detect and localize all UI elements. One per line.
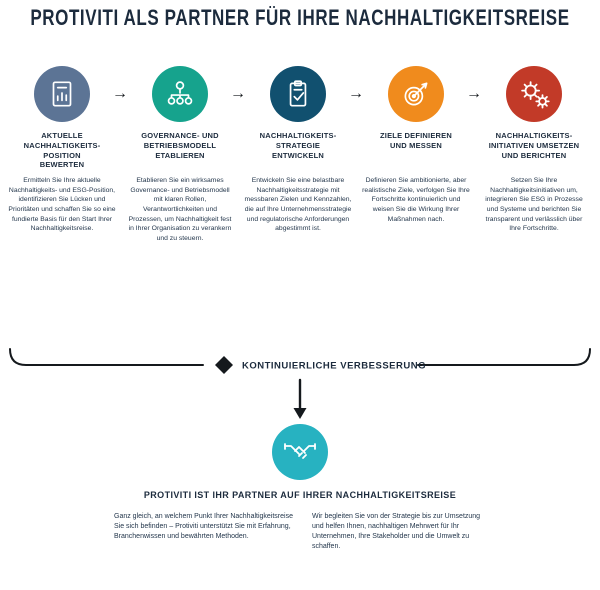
step-body: Ermitteln Sie Ihre aktuelle Nachhaltigke… [8, 177, 116, 233]
step-circle [388, 66, 444, 122]
partnership-circle [272, 424, 328, 480]
gears-icon [517, 77, 551, 111]
step-circle [506, 66, 562, 122]
target-dart-icon [399, 77, 433, 111]
page-title: PROTIVITI ALS PARTNER FÜR IHRE NACHHALTI… [30, 6, 570, 31]
document-chart-icon [45, 77, 79, 111]
step-heading: GOVERNANCE- UND BETRIEBSMODELL ETABLIERE… [141, 131, 219, 160]
step-targets: ZIELE DEFINIEREN UND MESSEN Definieren S… [362, 66, 470, 224]
step-body: Definieren Sie ambitionierte, aber reali… [362, 177, 470, 223]
arrow-right-icon: → [112, 85, 128, 102]
partnership-text-left: Ganz gleich, an welchem Punkt Ihrer Nach… [114, 513, 293, 541]
arrow-right-icon: → [348, 85, 364, 102]
partnership-heading: PROTIVITI IST IHR PARTNER AUF IHRER NACH… [143, 490, 457, 500]
step-circle [34, 66, 90, 122]
step-circle [270, 66, 326, 122]
step-assess: AKTUELLE NACHHALTIGKEITS- POSITION BEWER… [8, 66, 116, 234]
diamond-icon [215, 356, 233, 374]
partnership-text-right: Wir begleiten Sie von der Strategie bis … [312, 513, 481, 551]
arrow-right-icon: → [230, 85, 246, 102]
handshake-icon [282, 439, 318, 465]
step-body: Setzen Sie Ihre Nachhaltigkeitsinitiativ… [485, 177, 583, 233]
step-strategy: NACHHALTIGKEITS- STRATEGIE ENTWICKELN En… [244, 66, 352, 234]
step-body: Etablieren Sie ein wirksames Governance-… [128, 177, 232, 242]
arrow-down-icon [293, 378, 307, 419]
clipboard-check-icon [281, 77, 315, 111]
step-heading: AKTUELLE NACHHALTIGKEITS- POSITION BEWER… [23, 131, 101, 170]
step-governance: GOVERNANCE- UND BETRIEBSMODELL ETABLIERE… [126, 66, 234, 243]
improvement-loop-bracket: KONTINUIERLICHE VERBESSERUNG [9, 348, 591, 374]
step-heading: NACHHALTIGKEITS- INITIATIVEN UMSETZEN UN… [488, 131, 580, 160]
step-heading: ZIELE DEFINIEREN UND MESSEN [380, 131, 452, 150]
step-implement: NACHHALTIGKEITS- INITIATIVEN UMSETZEN UN… [480, 66, 588, 234]
org-chart-icon [163, 77, 197, 111]
step-circle [152, 66, 208, 122]
step-body: Entwickeln Sie eine belastbare Nachhalti… [244, 177, 352, 233]
arrow-right-icon: → [466, 85, 482, 102]
step-heading: NACHHALTIGKEITS- STRATEGIE ENTWICKELN [259, 131, 337, 160]
loop-label: KONTINUIERLICHE VERBESSERUNG [242, 361, 426, 372]
